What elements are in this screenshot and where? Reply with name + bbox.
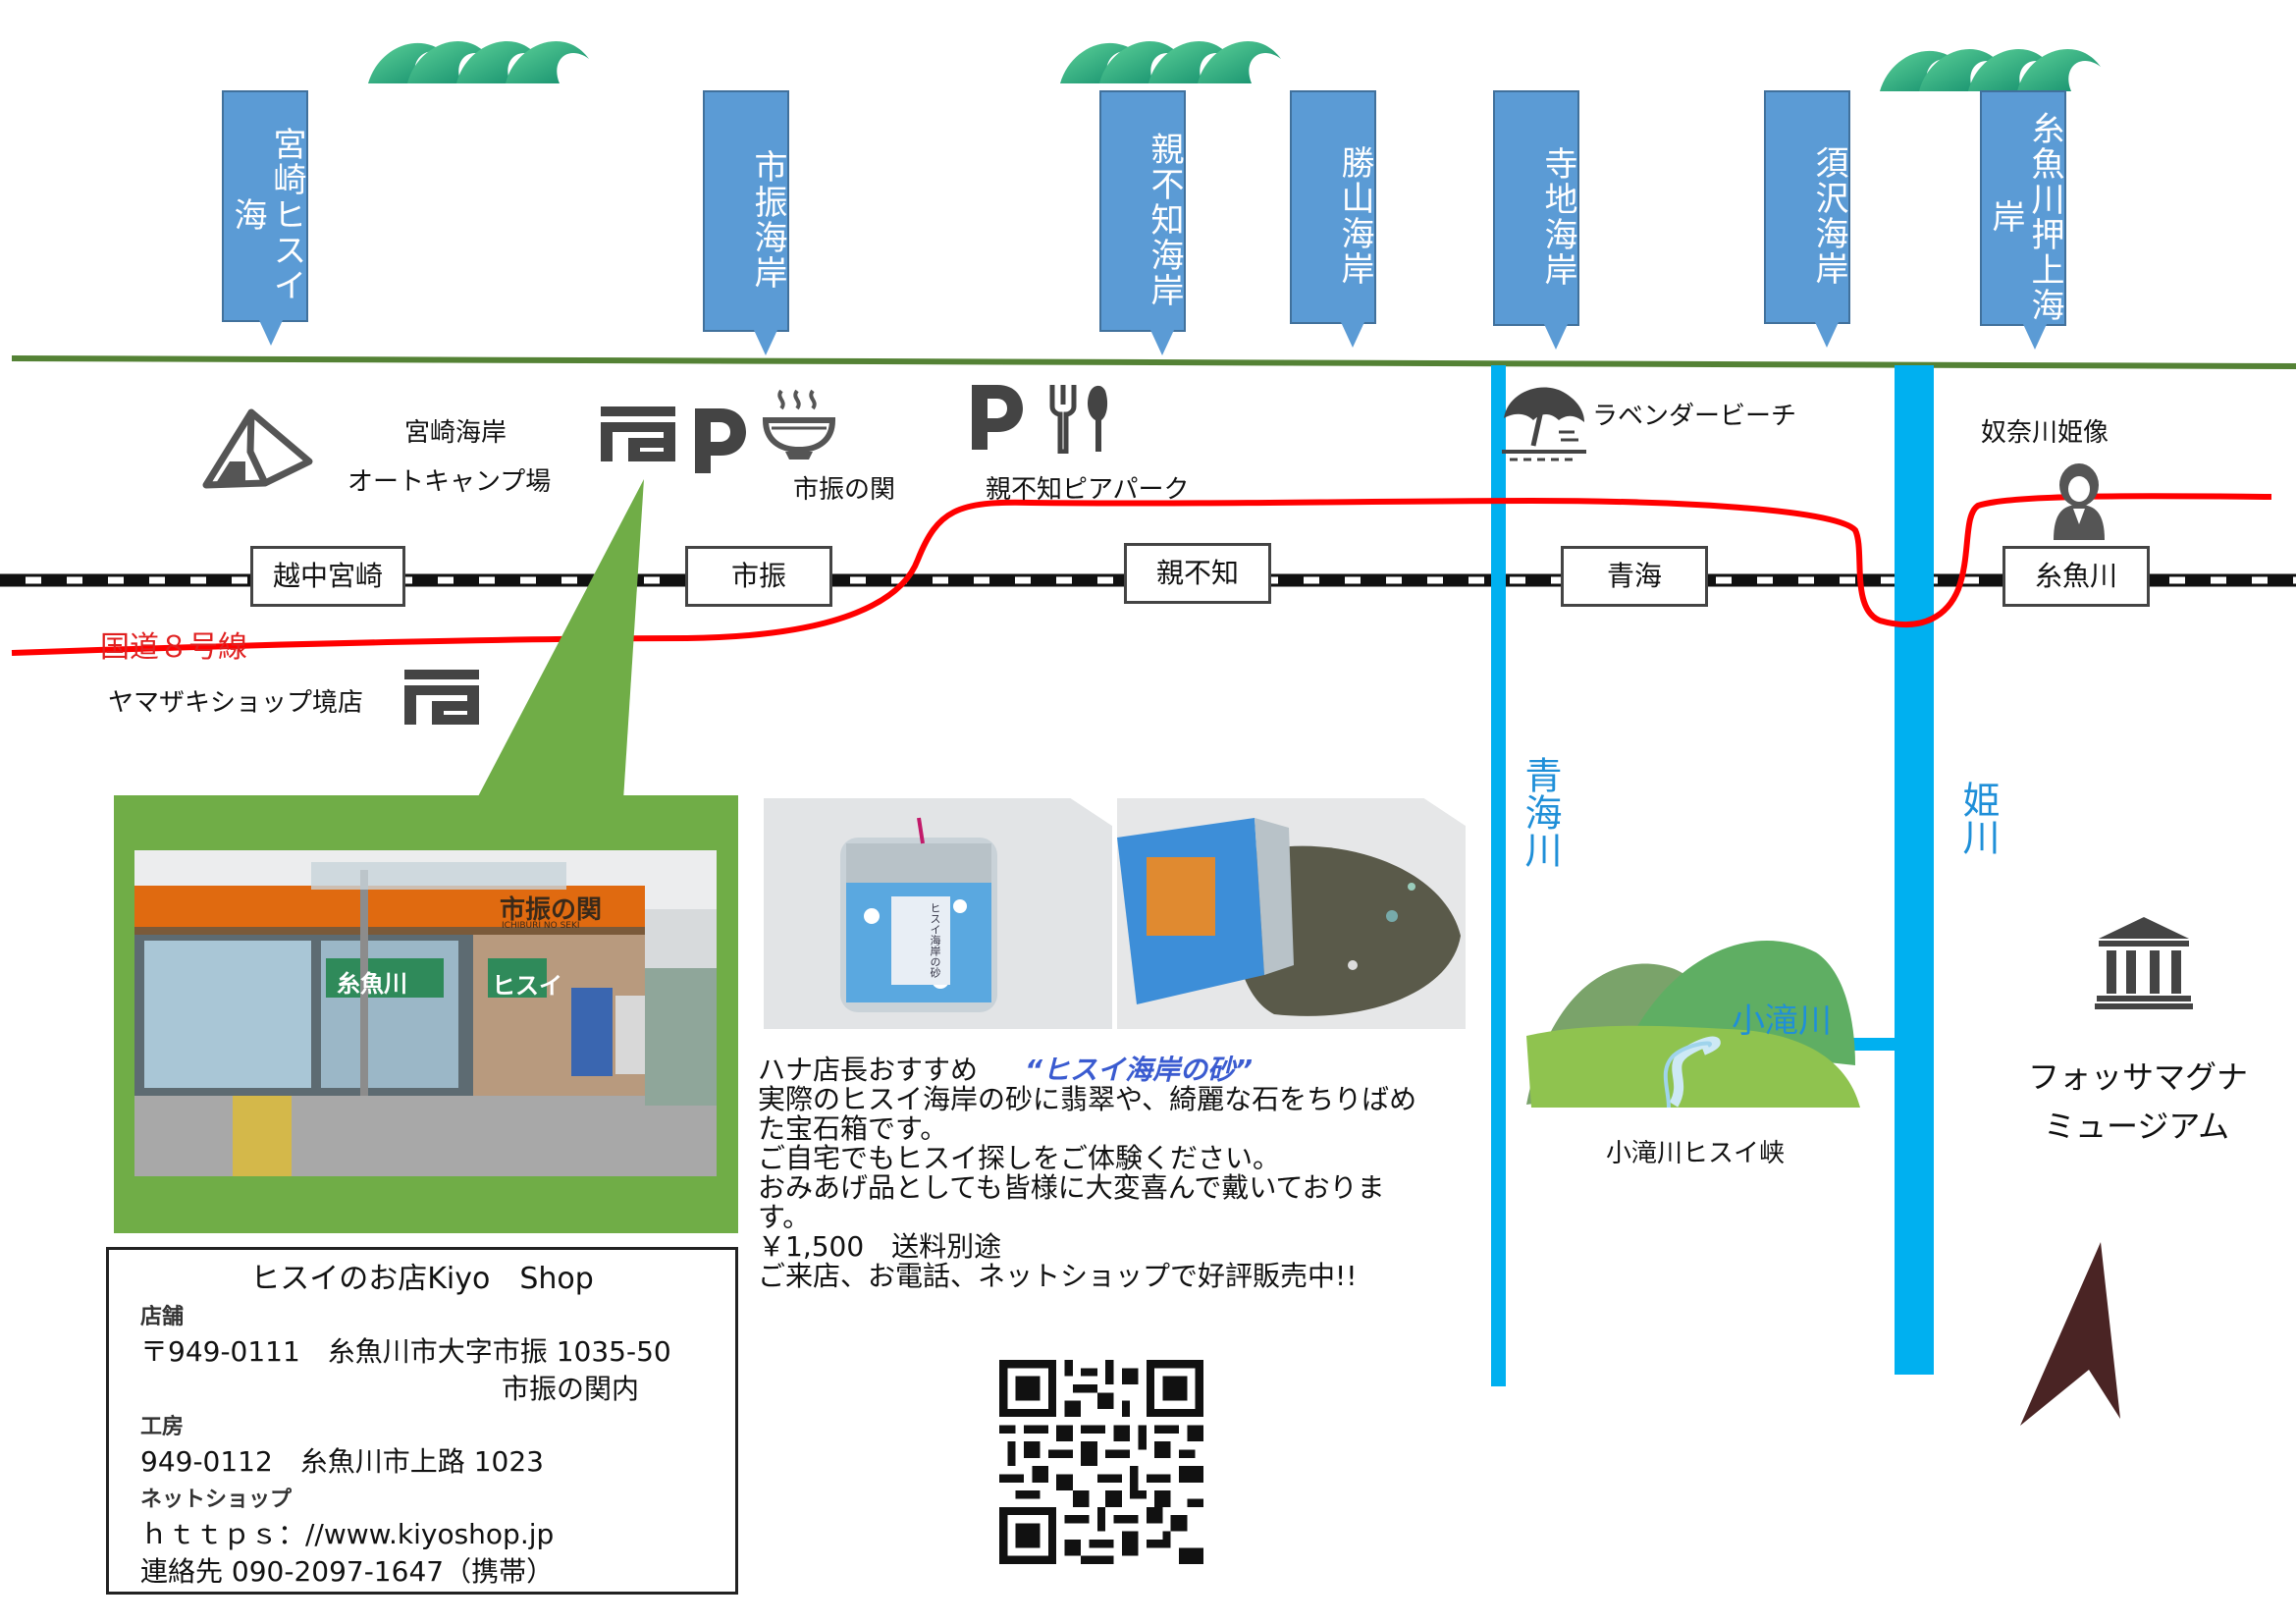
beach-tag-katsuyama: 勝山海岸 — [1290, 90, 1376, 348]
beach-tag-itoigawa-oshiage: 糸魚川押上海岸 — [1980, 90, 2066, 350]
beach-tag-label: 寺地海岸 — [1538, 146, 1577, 288]
promo-line: おみあげ品としても皆様に大変喜んで戴いておりま — [758, 1171, 1385, 1204]
store-banner-right: ヒスイ — [492, 972, 562, 1000]
kotaki-gorge-label: 小滝川ヒスイ峡 — [1606, 1139, 1786, 1168]
lavender-beach-label: ラベンダービーチ — [1592, 402, 1797, 431]
beach-tag-label: 須沢海岸 — [1809, 145, 1848, 287]
north-arrow-icon — [2020, 1242, 2120, 1426]
netshop-url[interactable]: ｈｔｔｐｓ：//www.kiyoshop.jp — [140, 1518, 555, 1550]
route-8-road — [11, 493, 2272, 656]
hime-river-label: 姫川 — [1956, 781, 2000, 855]
wave-icon — [368, 40, 589, 83]
station-etchu-miyazaki: 越中宮崎 — [250, 546, 406, 607]
parking-icon — [695, 408, 746, 473]
store-photo: 市振の関 ICHIBURI NO SEKI 糸魚川 ヒスイ — [134, 850, 717, 1176]
store-heading: 店舗 — [140, 1305, 185, 1329]
sand-photo — [1117, 798, 1466, 1029]
promo-text: ハナ店長おすすめ “ヒスイ海岸の砂” 実際のヒスイ海岸の砂に翡翠や、綺麗な石をちり… — [758, 1056, 1494, 1291]
museum-icon — [2095, 917, 2193, 1009]
beach-tag-label: 市振海岸 — [748, 149, 787, 291]
promo-line: ご自宅でもヒスイ探しをご体験ください。 — [758, 1142, 1281, 1174]
shop-info-box: ヒスイのお店Kiyo Shop 店舗 〒949-0111 糸魚川市大字市振 10… — [106, 1247, 738, 1595]
beach-tag-oyashirazu: 親不知海岸 — [1099, 90, 1186, 355]
contact-phone[interactable]: 連絡先 090-2097-1647（携帯） — [140, 1555, 555, 1588]
yamazaki-shop-label: ヤマザキショップ境店 — [108, 688, 364, 718]
jar-label-text: ヒスイ海岸の砂 — [929, 902, 941, 978]
station-itoigawa: 糸魚川 — [2002, 546, 2150, 607]
beach-umbrella-icon — [1502, 387, 1586, 461]
parking-icon — [972, 385, 1023, 450]
wave-icon — [1060, 40, 1281, 83]
station-ichiburi: 市振 — [685, 546, 832, 607]
tent-icon — [202, 408, 313, 489]
station-oyashirazu: 親不知 — [1124, 543, 1271, 604]
omi-river — [1491, 365, 1506, 1386]
promo-price: ￥1,500 送料別途 — [758, 1230, 1002, 1263]
convenience-store-icon — [601, 406, 675, 461]
jar-photo-art — [764, 798, 1112, 1029]
station-omi: 青海 — [1561, 546, 1708, 607]
sand-photo-art — [1117, 798, 1466, 1029]
store-address: 〒949-0111 糸魚川市大字市振 1035-50 — [140, 1335, 671, 1368]
shop-name: ヒスイのお店Kiyo Shop — [250, 1262, 594, 1296]
princess-statue-icon — [2054, 463, 2105, 540]
workshop-heading: 工房 — [140, 1415, 185, 1439]
omi-river-label: 青海川 — [1519, 756, 1562, 868]
ichiburi-seki-label: 市振の関 — [793, 475, 896, 505]
coastline — [11, 355, 2296, 369]
store-sign-sub: ICHIBURI NO SEKI — [502, 921, 580, 931]
nunakawa-statue-label: 奴奈川姫像 — [1981, 418, 2109, 448]
store-photo-art — [134, 850, 717, 1176]
campsite-label-2: オートキャンプ場 — [347, 467, 552, 497]
wave-icon — [1880, 48, 2101, 91]
ramen-bowl-icon — [762, 389, 836, 460]
promo-heading: ハナ店長おすすめ “ヒスイ海岸の砂” — [758, 1056, 1494, 1085]
jar-photo: ヒスイ海岸の砂 — [764, 798, 1112, 1029]
beach-tag-label: 親不知海岸 — [1145, 132, 1184, 308]
fossa-magna-label-1: フォッサマグナ — [2028, 1058, 2249, 1096]
qr-code-icon[interactable] — [999, 1360, 1203, 1564]
campsite-label-1: 宮崎海岸 — [404, 418, 507, 448]
netshop-heading: ネットショップ — [140, 1488, 293, 1512]
store-sign-main: 市振の関 — [500, 895, 603, 925]
beach-tag-miyazaki: 宮崎ヒスイ海 — [222, 90, 308, 346]
kotaki-gorge-illustration — [1526, 940, 1860, 1109]
promo-title: “ヒスイ海岸の砂” — [1025, 1054, 1254, 1086]
beach-tag-label: 勝山海岸 — [1335, 145, 1374, 287]
beach-tag-label: 糸魚川押上海岸 — [1986, 111, 2064, 323]
convenience-store-icon — [404, 670, 479, 725]
fossa-magna-label-2: ミュージアム — [2044, 1108, 2230, 1145]
beach-tag-ichiburi: 市振海岸 — [703, 90, 789, 355]
store-address-2: 市振の関内 — [502, 1373, 640, 1405]
oyashirazu-pier-label: 親不知ピアパーク — [986, 475, 1190, 505]
hime-river — [1895, 365, 1934, 1375]
promo-line: た宝石箱です。 — [758, 1112, 948, 1145]
kotaki-river-label: 小滝川 — [1732, 1001, 1832, 1041]
beach-tag-suzawa: 須沢海岸 — [1764, 90, 1850, 348]
promo-line: ご来店、お電話、ネットショップで好評販売中!! — [758, 1260, 1358, 1292]
workshop-address: 949-0112 糸魚川市上路 1023 — [140, 1445, 544, 1478]
fork-knife-icon — [1049, 385, 1108, 454]
promo-line: す。 — [758, 1201, 811, 1233]
beach-tag-label: 宮崎ヒスイ海 — [228, 127, 306, 303]
promo-line: 実際のヒスイ海岸の砂に翡翠や、綺麗な石をちりばめ — [758, 1083, 1417, 1115]
store-banner-left: 糸魚川 — [337, 970, 407, 998]
beach-tag-teraji: 寺地海岸 — [1493, 90, 1579, 350]
promo-intro: ハナ店長おすすめ — [758, 1054, 979, 1086]
route-8-label: 国道８号線 — [100, 630, 247, 665]
